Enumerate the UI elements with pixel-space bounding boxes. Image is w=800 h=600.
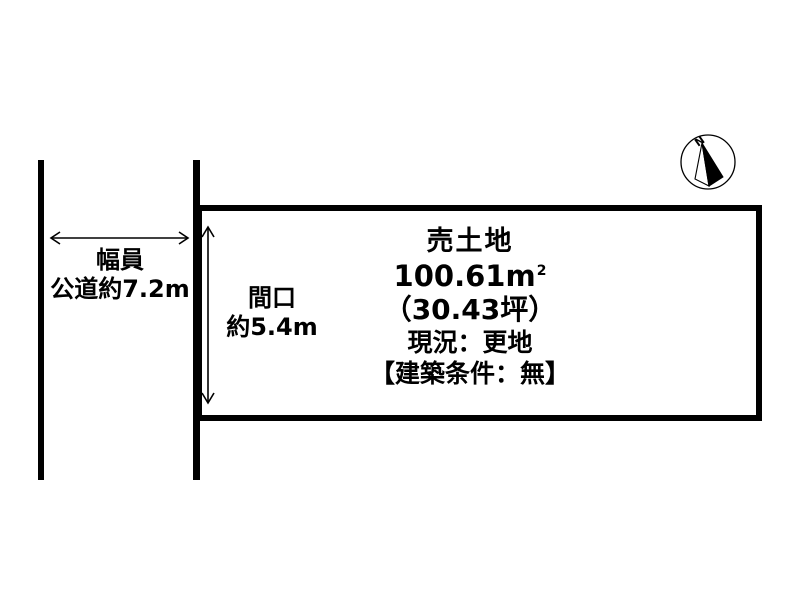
parcel-info-block: 売土地 100.61m2 （30.43坪） 現況：更地 【建築条件：無】 — [300, 228, 640, 386]
parcel-area-sqm-unit-superscript: 2 — [536, 263, 547, 279]
compass-rose-north-icon: N — [679, 133, 737, 191]
frontage-label-line1: 間口 — [248, 284, 296, 312]
parcel-building-condition: 【建築条件：無】 — [369, 359, 570, 388]
parcel-area-tsubo: （30.43坪） — [383, 293, 557, 326]
road-left-boundary-line — [38, 160, 44, 480]
frontage-label: 間口 約5.4m — [212, 284, 332, 343]
road-width-label-line2: 公道約7.2m — [50, 275, 190, 304]
road-width-dimension-arrow — [48, 230, 191, 246]
land-parcel-rectangle — [196, 205, 762, 421]
parcel-area-sqm-value: 100.61 — [393, 259, 506, 293]
frontage-dimension-arrow — [200, 224, 216, 406]
road-width-label: 幅員 公道約7.2m — [20, 246, 220, 305]
frontage-label-line2: 約5.4m — [226, 313, 318, 342]
parcel-area-square-meters: 100.61m2 — [300, 262, 640, 291]
parcel-current-status: 現況：更地 — [407, 328, 533, 357]
parcel-area-sqm-unit: m — [505, 259, 536, 293]
road-width-label-line1: 幅員 — [96, 246, 144, 274]
parcel-title: 売土地 — [426, 226, 514, 257]
